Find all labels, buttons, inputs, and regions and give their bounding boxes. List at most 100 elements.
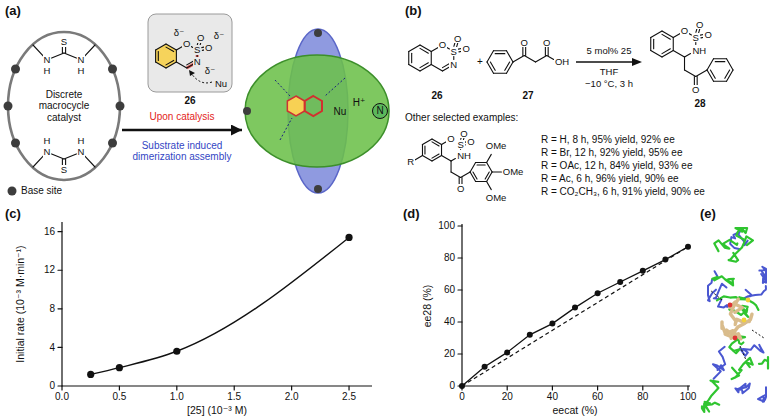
bond-line bbox=[507, 386, 508, 390]
bond-line bbox=[487, 182, 492, 190]
compound-number: 28 bbox=[693, 98, 706, 110]
atom-label: O bbox=[461, 44, 470, 54]
atom-label: O bbox=[438, 40, 447, 50]
bond-line bbox=[477, 164, 485, 165]
example-entry: R = CO₂CH₃, 6 h, 91% yield, 90% ee bbox=[540, 186, 706, 198]
bond-line bbox=[707, 70, 714, 81]
bond-line bbox=[422, 145, 423, 156]
tick-label: 40 bbox=[546, 391, 559, 403]
partial-charge: δ⁻ bbox=[213, 31, 225, 41]
atom-label: NH bbox=[691, 46, 707, 56]
bond-line bbox=[424, 146, 425, 154]
bond-line bbox=[420, 45, 431, 52]
stick-model bbox=[708, 271, 718, 301]
node-shape bbox=[242, 26, 392, 198]
tick-label: 8 bbox=[48, 303, 56, 315]
tick-label: 0 bbox=[458, 391, 466, 403]
tick-label: 1.0 bbox=[169, 391, 185, 403]
reaction-arrow bbox=[576, 61, 634, 62]
tick-label: 1.5 bbox=[226, 391, 242, 403]
axis-title: ee28 (%) bbox=[421, 284, 433, 329]
atom-label: R bbox=[406, 157, 415, 167]
atom-label: O bbox=[542, 38, 551, 48]
tick-label: 60 bbox=[591, 391, 604, 403]
stick-model bbox=[729, 236, 753, 261]
axis-title: [25] (10⁻³ M) bbox=[186, 404, 248, 416]
bond-line bbox=[495, 53, 505, 54]
bond-line bbox=[507, 51, 514, 62]
data-point bbox=[617, 279, 623, 285]
bond-line bbox=[548, 47, 549, 56]
bond-line bbox=[695, 43, 696, 45]
bond-line bbox=[64, 154, 76, 159]
bond-line bbox=[155, 50, 156, 62]
atom-label: S bbox=[456, 140, 464, 150]
tick-label: 80 bbox=[443, 252, 456, 264]
bond-line bbox=[685, 70, 696, 77]
bond-line bbox=[487, 172, 493, 182]
bond-line bbox=[431, 65, 442, 72]
base-site-dot bbox=[314, 185, 322, 193]
bond-line bbox=[494, 50, 507, 51]
panel-label: (c) bbox=[4, 207, 22, 222]
tick-label: 2.5 bbox=[341, 391, 357, 403]
bond-line bbox=[420, 63, 428, 68]
bond-line bbox=[176, 50, 177, 62]
atom-label: N bbox=[77, 55, 86, 65]
bond-line bbox=[487, 62, 494, 73]
bond-line bbox=[725, 70, 730, 78]
bond-line bbox=[432, 142, 439, 146]
base-site-dot bbox=[4, 102, 13, 111]
substrate-ring bbox=[287, 96, 304, 116]
axis-title: eecat (%) bbox=[552, 404, 599, 416]
atom-label: O bbox=[680, 26, 689, 36]
bond-line bbox=[84, 45, 95, 56]
atom-sphere bbox=[733, 336, 738, 341]
example-entry: R = Ac, 6 h, 96% yield, 90% ee bbox=[540, 173, 680, 185]
data-point bbox=[685, 244, 691, 250]
stick-model bbox=[714, 240, 737, 251]
bond-line bbox=[84, 156, 95, 167]
axis-line bbox=[62, 222, 372, 386]
bond-line bbox=[545, 47, 546, 56]
stick-model bbox=[704, 381, 719, 406]
atom-label: H bbox=[43, 66, 52, 76]
legend-swatch bbox=[8, 187, 17, 196]
tick-label: 0 bbox=[48, 380, 56, 392]
bond-line bbox=[458, 321, 462, 322]
panel-label: (e) bbox=[699, 207, 717, 222]
reaction-arrow bbox=[122, 129, 242, 132]
panel-label: (d) bbox=[402, 207, 421, 222]
linear-reference bbox=[462, 247, 688, 386]
atom-sphere bbox=[742, 318, 747, 323]
bond-line bbox=[507, 62, 514, 73]
atom-label: O bbox=[703, 30, 712, 40]
atom-label: NH bbox=[456, 151, 472, 161]
tick-label: 0 bbox=[448, 380, 456, 392]
atom-sphere bbox=[746, 298, 751, 303]
bond-line bbox=[176, 386, 177, 390]
tick-label: 40 bbox=[443, 316, 456, 328]
bond-line bbox=[662, 49, 670, 54]
stick-model bbox=[759, 357, 768, 369]
substrate-ring bbox=[305, 96, 322, 116]
compound-number: 26 bbox=[430, 90, 443, 102]
bond-line bbox=[552, 386, 553, 390]
data-point bbox=[662, 257, 668, 263]
atom-label: OMe bbox=[502, 167, 525, 177]
base-site-dot bbox=[243, 107, 251, 115]
stick-model bbox=[743, 286, 766, 299]
ring-highlight bbox=[156, 44, 177, 68]
bond-line bbox=[687, 386, 688, 390]
tick-label: 4 bbox=[48, 342, 56, 354]
bond-line bbox=[715, 61, 725, 62]
atom-label: O bbox=[456, 184, 465, 194]
arrow-head bbox=[632, 58, 642, 66]
data-point bbox=[459, 383, 465, 389]
atom-label: H bbox=[77, 66, 86, 76]
atom-label: S bbox=[60, 37, 68, 47]
base-site bbox=[373, 104, 388, 119]
bond-line bbox=[33, 156, 44, 167]
bond-line bbox=[536, 56, 547, 63]
atom-label: O bbox=[520, 38, 529, 48]
